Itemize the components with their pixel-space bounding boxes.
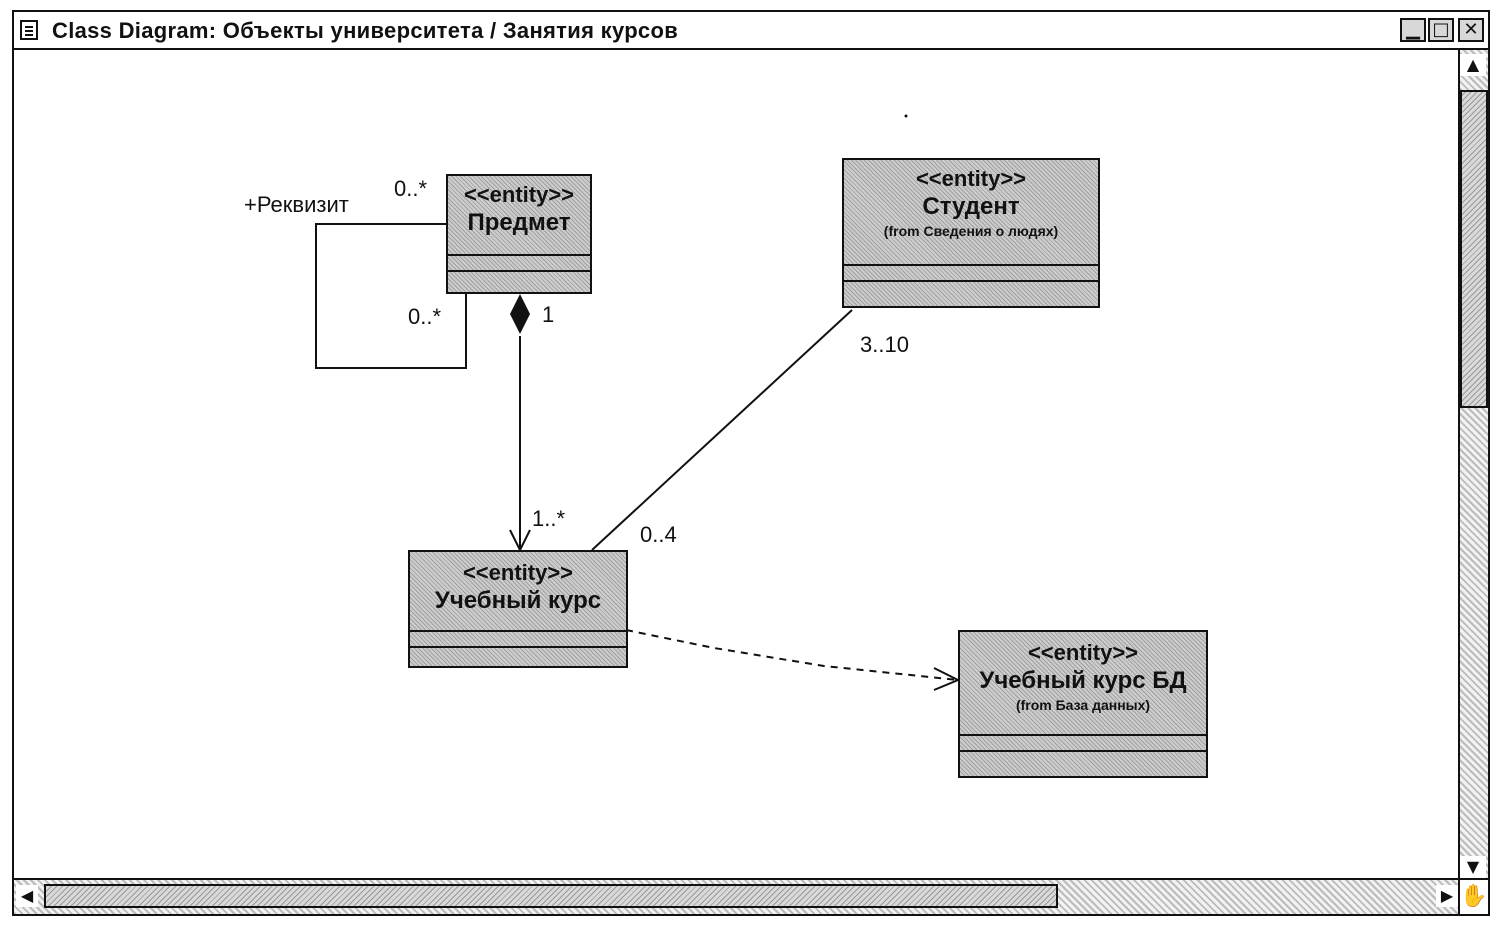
multiplicity-label: 1	[542, 302, 555, 327]
self-association-link[interactable]	[315, 223, 467, 369]
horizontal-scrollbar[interactable]: ◀ ▶	[14, 878, 1460, 914]
scroll-up-icon[interactable]: ▲	[1460, 54, 1486, 76]
scroll-right-icon[interactable]: ▶	[1436, 885, 1458, 907]
attributes-compartment[interactable]	[410, 630, 626, 646]
class-diagram-window: Class Diagram: Объекты университета / За…	[12, 10, 1490, 916]
stereotype-label: <<entity>>	[462, 560, 574, 585]
dependency-link[interactable]	[625, 629, 959, 681]
operations-compartment[interactable]	[448, 270, 590, 292]
stereotype-label: <<entity>>	[915, 166, 1027, 191]
multiplicity-label: 3..10	[860, 332, 909, 357]
scroll-left-icon[interactable]: ◀	[16, 885, 38, 907]
multiplicity-label: 0..*	[408, 304, 442, 329]
class-uchebny-kurs-bd[interactable]: <<entity>> Учебный курс БД (from База да…	[958, 630, 1208, 778]
title-bar: Class Diagram: Объекты университета / За…	[14, 12, 1488, 50]
multiplicity-label: 1..*	[532, 506, 566, 531]
package-label: (from База данных)	[1015, 697, 1151, 713]
operations-compartment[interactable]	[960, 750, 1206, 776]
student-course-association-link[interactable]	[591, 309, 853, 551]
package-label: (from Сведения о людях)	[883, 223, 1059, 239]
class-predmet[interactable]: <<entity>> Предмет	[446, 174, 592, 294]
class-name: Учебный курс БД	[979, 667, 1187, 694]
hand-cursor-icon: ✋	[1458, 878, 1488, 914]
class-name: Предмет	[467, 209, 571, 236]
diagram-links	[315, 114, 961, 691]
horizontal-scroll-thumb[interactable]	[44, 884, 1058, 908]
multiplicity-label: 0..*	[394, 176, 428, 201]
attributes-compartment[interactable]	[960, 734, 1206, 750]
multiplicity-label: 0..4	[640, 522, 677, 547]
close-button[interactable]: ✕	[1458, 18, 1484, 42]
scroll-down-icon[interactable]: ▼	[1460, 856, 1486, 878]
composition-diamond-icon	[510, 294, 530, 334]
class-student[interactable]: <<entity>> Студент (from Сведения о людя…	[842, 158, 1100, 308]
canvas-dot	[904, 114, 908, 118]
diagram-canvas[interactable]: <<entity>> Предмет <<entity>> Студент (f…	[14, 50, 1460, 882]
maximize-button[interactable]: □	[1428, 18, 1454, 42]
class-name: Учебный курс	[434, 587, 602, 614]
vertical-scroll-thumb[interactable]	[1460, 90, 1488, 408]
attributes-compartment[interactable]	[844, 264, 1098, 280]
window-title: Class Diagram: Объекты университета / За…	[52, 18, 679, 43]
stereotype-label: <<entity>>	[463, 182, 575, 207]
role-label-rekvizit: +Реквизит	[244, 192, 349, 217]
dependency-arrow-icon	[933, 667, 961, 691]
stereotype-label: <<entity>>	[1027, 640, 1139, 665]
attributes-compartment[interactable]	[448, 254, 590, 270]
operations-compartment[interactable]	[410, 646, 626, 666]
class-uchebny-kurs[interactable]: <<entity>> Учебный курс	[408, 550, 628, 668]
class-name: Студент	[922, 193, 1020, 220]
class-diagram-icon	[20, 20, 38, 40]
operations-compartment[interactable]	[844, 280, 1098, 306]
minimize-button[interactable]: ▁	[1400, 18, 1426, 42]
vertical-scrollbar[interactable]: ▲ ▼	[1458, 50, 1488, 882]
